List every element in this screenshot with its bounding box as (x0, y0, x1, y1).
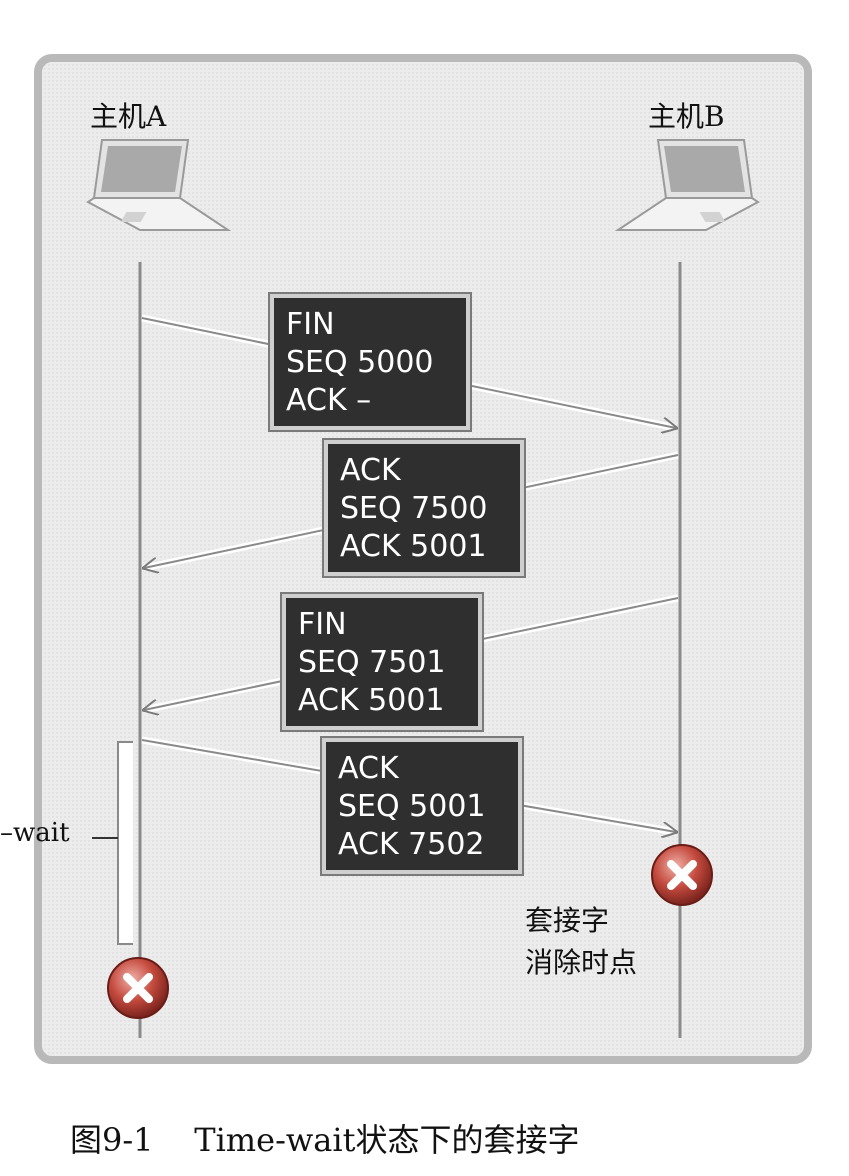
host-a-label: 主机A (90, 100, 167, 133)
packet-seq: SEQ 7501 (298, 645, 446, 680)
packet-seq: SEQ 7500 (340, 491, 488, 526)
laptop-icon (614, 139, 760, 231)
packet-ack-1: ACK SEQ 7500 ACK 5001 (324, 440, 524, 576)
socket-close-note-line1: 套接字 (525, 904, 610, 937)
time-wait-label: –wait (0, 818, 70, 848)
packet-flag: ACK (338, 751, 399, 786)
socket-close-note: 套接字 消除时点 (525, 900, 637, 984)
host-b-label: 主机B (648, 100, 725, 133)
packet-ack: ACK 7502 (338, 827, 485, 862)
close-icon (107, 957, 169, 1019)
packet-ack: ACK – (286, 383, 372, 418)
packet-ack: ACK 5001 (298, 683, 445, 718)
figure-caption: 图9-1 Time-wait状态下的套接字 (70, 1121, 580, 1159)
packet-fin-1: FIN SEQ 5000 ACK – (270, 294, 470, 430)
packet-flag: FIN (298, 607, 347, 642)
close-icon (651, 844, 713, 906)
packet-ack: ACK 5001 (340, 529, 487, 564)
packet-seq: SEQ 5001 (338, 789, 486, 824)
packet-flag: FIN (286, 307, 335, 342)
socket-close-note-line2: 消除时点 (525, 946, 638, 979)
packet-fin-2: FIN SEQ 7501 ACK 5001 (282, 594, 482, 730)
packet-flag: ACK (340, 453, 401, 488)
laptop-icon (86, 139, 232, 231)
packet-seq: SEQ 5000 (286, 345, 434, 380)
time-wait-bracket (117, 741, 133, 945)
packet-ack-2: ACK SEQ 5001 ACK 7502 (322, 738, 522, 874)
